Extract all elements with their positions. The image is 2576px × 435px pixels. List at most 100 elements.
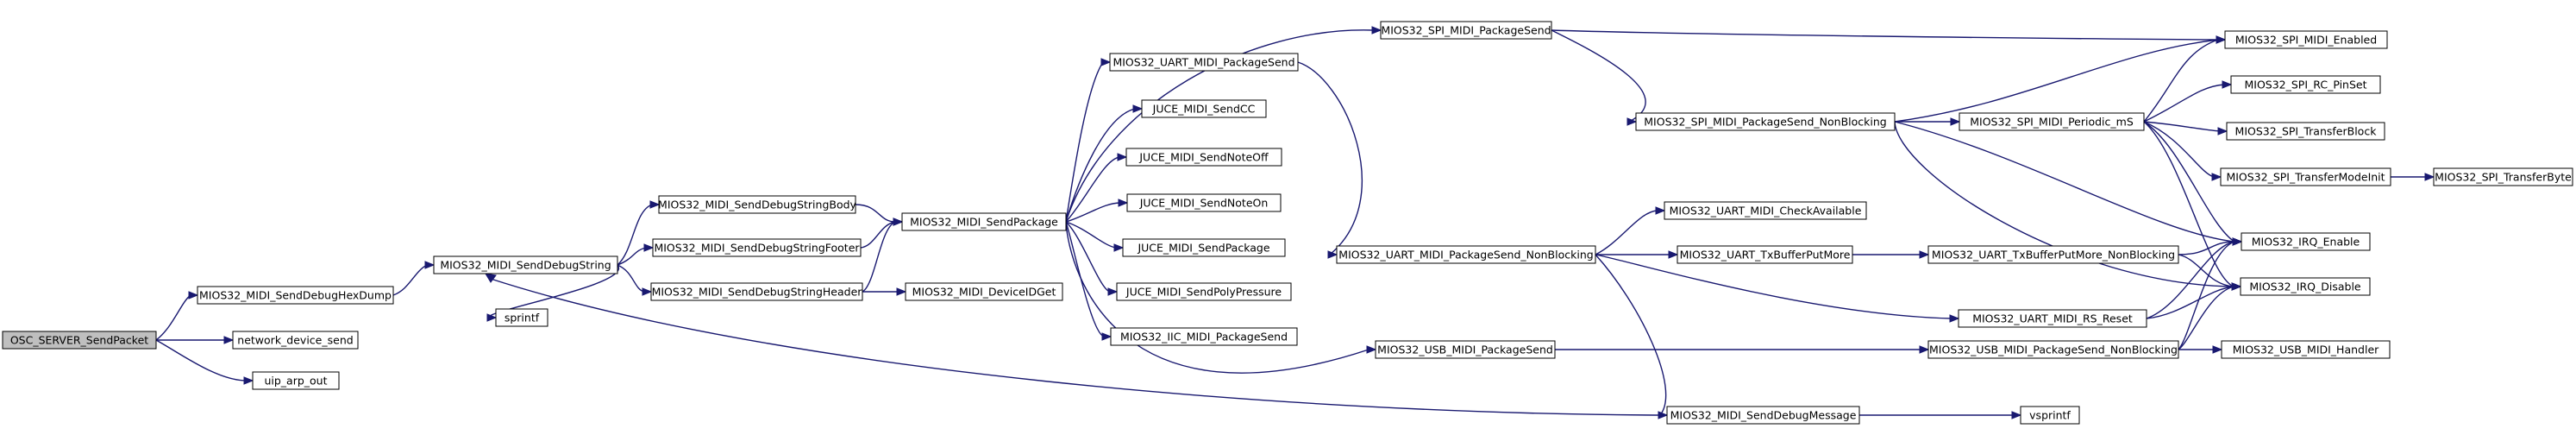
node-sendpkg[interactable]: MIOS32_MIDI_SendPackage — [901, 212, 1067, 231]
node-footer[interactable]: MIOS32_MIDI_SendDebugStringFooter — [652, 238, 862, 257]
node-usbnb[interactable]: MIOS32_USB_MIDI_PackageSend_NonBlocking — [1927, 340, 2179, 359]
node-sprintf[interactable]: sprintf — [495, 308, 548, 327]
node-checkavail[interactable]: MIOS32_UART_MIDI_CheckAvailable — [1664, 201, 1867, 220]
call-edge-sendpkg-jpoly — [1065, 221, 1111, 293]
call-edge-dbgstring-body — [617, 204, 653, 266]
call-edge-uartnb-checkavail — [1595, 210, 1658, 255]
node-label: MIOS32_SPI_TransferByte — [2435, 171, 2572, 184]
node-netsend[interactable]: network_device_send — [232, 331, 359, 350]
node-box — [1958, 309, 2147, 328]
call-edge-footer-sendpkg — [860, 221, 896, 249]
node-box — [1666, 406, 1860, 425]
node-label: MIOS32_UART_MIDI_RS_Reset — [1972, 312, 2133, 325]
node-jpkg[interactable]: JUCE_MIDI_SendPackage — [1122, 238, 1286, 257]
arrowhead-spiperiodic-xferblock — [2217, 127, 2228, 136]
node-body[interactable]: MIOS32_MIDI_SendDebugStringBody — [658, 195, 857, 214]
call-edges — [155, 26, 2435, 419]
node-jpoly[interactable]: JUCE_MIDI_SendPolyPressure — [1116, 282, 1292, 301]
call-edge-osc-hexdump — [155, 294, 191, 341]
node-devid[interactable]: MIOS32_MIDI_DeviceIDGet — [905, 282, 1063, 301]
node-box — [652, 238, 862, 257]
arrowhead-osc-uiparp — [243, 376, 254, 385]
node-osc[interactable]: OSC_SERVER_SendPacket — [2, 331, 157, 350]
arrowhead-dbgstring-header — [642, 287, 653, 296]
node-uartnb[interactable]: MIOS32_UART_MIDI_PackageSend_NonBlocking — [1336, 245, 1596, 264]
arrowhead-dbgstring-body — [649, 200, 661, 209]
node-xfermode[interactable]: MIOS32_SPI_TransferModeInit — [2220, 167, 2391, 186]
node-dbgstring[interactable]: MIOS32_MIDI_SendDebugString — [433, 255, 618, 274]
call-edge-sendpkg-jcc — [1065, 108, 1136, 223]
arrowhead-spiperiodic-xfermode — [2211, 173, 2222, 181]
call-edge-spiperiodic-rcpinset — [2143, 84, 2225, 123]
call-edge-dbgmsg-dbgstring — [490, 278, 1668, 416]
node-txputnb[interactable]: MIOS32_UART_TxBufferPutMore_NonBlocking — [1927, 245, 2179, 264]
node-xferbyte[interactable]: MIOS32_SPI_TransferByte — [2433, 167, 2573, 186]
node-box — [905, 282, 1063, 301]
node-label: MIOS32_MIDI_SendDebugMessage — [1670, 409, 1857, 422]
node-label: MIOS32_IIC_MIDI_PackageSend — [1120, 331, 1288, 344]
node-uartpkg[interactable]: MIOS32_UART_MIDI_PackageSend — [1109, 53, 1299, 72]
node-jnoff[interactable]: JUCE_MIDI_SendNoteOff — [1125, 148, 1282, 167]
call-edge-spiperiodic-irqen — [2143, 121, 2235, 243]
node-label: sprintf — [505, 312, 540, 325]
node-spienabled[interactable]: MIOS32_SPI_MIDI_Enabled — [2224, 30, 2388, 49]
node-spipkg[interactable]: MIOS32_SPI_MIDI_PackageSend — [1380, 21, 1552, 40]
node-label: MIOS32_IRQ_Disable — [2249, 281, 2361, 293]
node-label: JUCE_MIDI_SendNoteOff — [1138, 151, 1269, 164]
arrowhead-txput-txputnb — [1919, 250, 1930, 259]
node-rsreset[interactable]: MIOS32_UART_MIDI_RS_Reset — [1958, 309, 2147, 328]
call-edge-rsreset-irqen — [2146, 241, 2235, 319]
call-edge-spinb-irqen — [1894, 121, 2235, 243]
node-usbpkg[interactable]: MIOS32_USB_MIDI_PackageSend — [1375, 340, 1556, 359]
call-edge-sendpkg-jnon — [1065, 202, 1121, 223]
node-hexdump[interactable]: MIOS32_MIDI_SendDebugHexDump — [197, 286, 394, 305]
node-irqdis[interactable]: MIOS32_IRQ_Disable — [2240, 277, 2371, 296]
node-irqen[interactable]: MIOS32_IRQ_Enable — [2241, 232, 2371, 251]
node-header[interactable]: MIOS32_MIDI_SendDebugStringHeader — [650, 282, 863, 301]
node-box — [2241, 232, 2371, 251]
node-label: MIOS32_SPI_MIDI_Periodic_mS — [1970, 116, 2134, 129]
call-edge-sendpkg-jnoff — [1065, 156, 1120, 223]
node-rcpinset[interactable]: MIOS32_SPI_RC_PinSet — [2230, 75, 2381, 94]
node-xferblock[interactable]: MIOS32_SPI_TransferBlock — [2226, 122, 2385, 141]
call-edge-hexdump-dbgstring — [392, 264, 428, 296]
node-uiparp[interactable]: uip_arp_out — [252, 371, 340, 390]
node-box — [1677, 245, 1853, 264]
node-label: MIOS32_UART_TxBufferPutMore_NonBlocking — [1932, 249, 2175, 262]
node-jnon[interactable]: JUCE_MIDI_SendNoteOn — [1126, 193, 1282, 212]
node-label: MIOS32_MIDI_SendDebugStringBody — [658, 199, 856, 211]
call-edge-spiperiodic-spienabled — [2143, 39, 2219, 123]
node-dbgmsg[interactable]: MIOS32_MIDI_SendDebugMessage — [1666, 406, 1860, 425]
node-usbhandler[interactable]: MIOS32_USB_MIDI_Handler — [2221, 340, 2391, 359]
arrowhead-usbnb-irqdis — [2231, 282, 2242, 291]
node-jcc[interactable]: JUCE_MIDI_SendCC — [1141, 99, 1267, 118]
node-box — [232, 331, 359, 350]
node-label: MIOS32_MIDI_SendDebugString — [440, 259, 611, 272]
node-box — [1109, 53, 1299, 72]
node-box — [1927, 245, 2179, 264]
call-edge-dbgstring-footer — [617, 247, 647, 266]
arrowhead-usbnb-irqen — [2232, 237, 2243, 246]
node-box — [1959, 112, 2145, 131]
arrowhead-spiperiodic-spienabled — [2216, 35, 2227, 44]
node-box — [1110, 327, 1298, 346]
node-box — [252, 371, 340, 390]
arrowhead-dbgstring-footer — [643, 243, 655, 252]
call-edge-rsreset-irqdis — [2146, 286, 2234, 319]
node-box — [2240, 277, 2371, 296]
call-edge-spinb-spienabled — [1894, 39, 2219, 123]
node-iic[interactable]: MIOS32_IIC_MIDI_PackageSend — [1110, 327, 1298, 346]
node-txput[interactable]: MIOS32_UART_TxBufferPutMore — [1677, 245, 1853, 264]
arrowhead-header-devid — [896, 287, 907, 296]
arrowhead-sendpkg-jpoly — [1107, 287, 1119, 296]
call-edge-uartnb-dbgmsg — [1595, 254, 1667, 416]
node-vsprintf[interactable]: vsprintf — [2020, 406, 2080, 425]
node-label: MIOS32_SPI_MIDI_PackageSend — [1381, 24, 1551, 37]
arrowhead-hexdump-dbgstring — [424, 261, 436, 269]
node-spinb[interactable]: MIOS32_SPI_MIDI_PackageSend_NonBlocking — [1635, 112, 1896, 131]
node-spiperiodic[interactable]: MIOS32_SPI_MIDI_Periodic_mS — [1959, 112, 2145, 131]
node-label: MIOS32_SPI_TransferBlock — [2235, 125, 2378, 138]
arrowhead-osc-hexdump — [188, 291, 199, 299]
node-box — [2224, 30, 2388, 49]
node-label: OSC_SERVER_SendPacket — [10, 334, 148, 347]
